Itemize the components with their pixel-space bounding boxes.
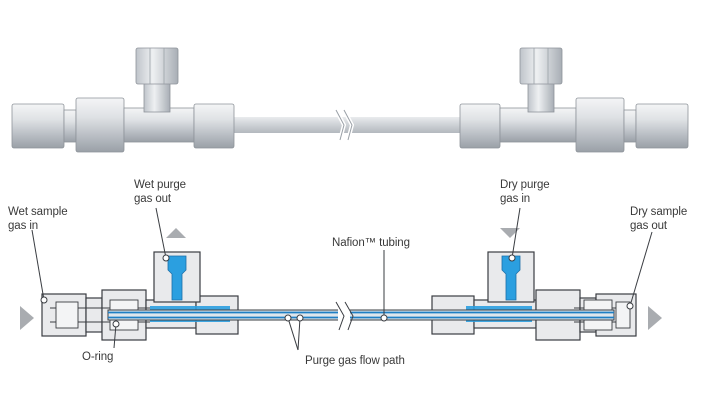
label-line: gas in — [500, 193, 531, 205]
top-long-tube — [230, 117, 468, 133]
label-dry-purge-gas-in: Dry purge gas in — [500, 178, 550, 206]
left-purge-chamber — [167, 255, 187, 301]
callout-dots — [40, 254, 634, 328]
label-o-ring: O-ring — [82, 351, 114, 363]
top-left-fitting — [11, 47, 235, 153]
label-line: Dry purge — [500, 179, 550, 191]
nafion-tube — [107, 309, 615, 321]
label-wet-sample-gas-in: Wet sample gas in — [8, 205, 68, 233]
outlet-arrow-right — [648, 306, 662, 330]
top-assembly-view — [11, 47, 689, 153]
callout-leaders — [31, 207, 653, 351]
label-line: gas in — [8, 220, 39, 232]
right-purge-chamber — [501, 255, 521, 301]
label-line: Wet purge — [134, 179, 186, 191]
cross-section-view — [20, 207, 662, 351]
label-line: Dry sample — [630, 206, 688, 218]
purge-in-arrow-down — [500, 228, 520, 238]
label-purge-gas-flow-path: Purge gas flow path — [305, 355, 405, 367]
label-dry-sample-gas-out: Dry sample gas out — [630, 205, 687, 233]
purge-out-arrow-up — [166, 228, 186, 238]
label-nafion-tubing: Nafion™ tubing — [332, 237, 410, 249]
label-wet-purge-gas-out: Wet purge gas out — [134, 178, 186, 206]
label-line: gas out — [134, 193, 172, 205]
label-line: Wet sample — [8, 206, 68, 218]
label-line: gas out — [630, 220, 668, 232]
inlet-arrow-left — [20, 306, 34, 330]
top-right-fitting — [459, 47, 689, 153]
